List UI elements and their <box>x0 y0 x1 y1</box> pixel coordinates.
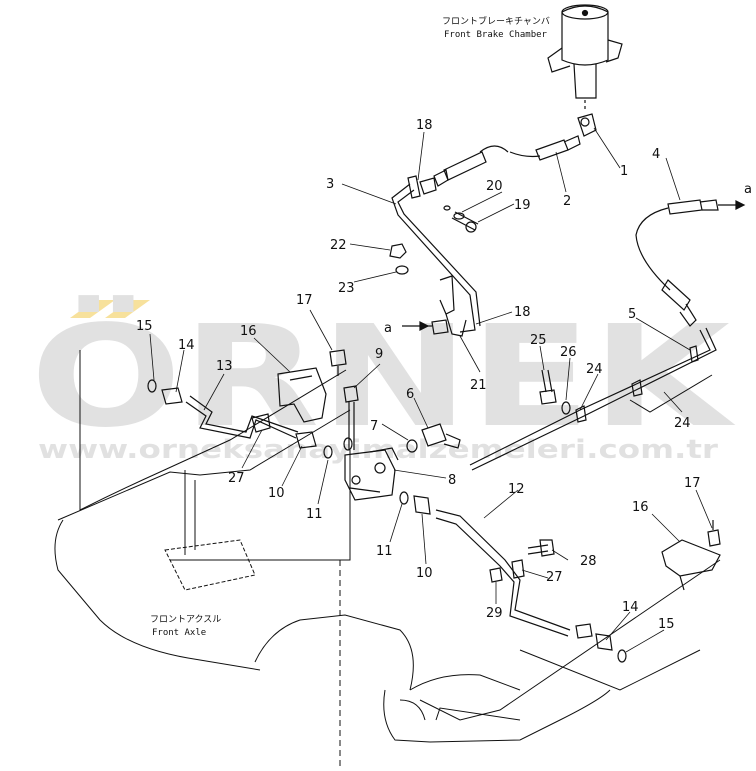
washer-20b <box>443 205 451 211</box>
part-label: 15 <box>658 617 675 632</box>
bracket-16-right <box>661 539 721 591</box>
part-label: 17 <box>296 293 313 308</box>
part-label: 5 <box>628 307 636 322</box>
watermark-accent <box>105 300 150 318</box>
leader-lines <box>149 127 713 653</box>
fitting-10-left <box>295 431 317 449</box>
washer-23 <box>395 265 409 275</box>
o-ring-7 <box>406 439 418 453</box>
valve-8 <box>344 447 399 501</box>
part-label: 1 <box>620 164 628 179</box>
caption-brake-chamber-jp: フロントブレーキチャンバ <box>442 15 550 27</box>
part-label: 4 <box>652 147 660 162</box>
part-label: 11 <box>306 507 323 522</box>
part-label: 27 <box>546 570 563 585</box>
bolt-19 <box>451 211 479 233</box>
caption-brake-chamber-en: Front Brake Chamber <box>444 30 548 40</box>
part-label: 27 <box>228 471 245 486</box>
tube-12 <box>435 509 571 637</box>
part-label: 8 <box>448 473 456 488</box>
part-label: 14 <box>622 600 639 615</box>
fitting-14-left <box>161 387 183 405</box>
washer-9 <box>343 437 353 451</box>
part-label: 19 <box>514 198 531 213</box>
part-label: 2 <box>563 194 571 209</box>
part-label: 24 <box>586 362 603 377</box>
watermark: ÖRNEK www.orneksanayimalzemeleri.com.tr <box>30 294 736 465</box>
part-label: 3 <box>326 177 334 192</box>
bracket-16-left <box>277 367 327 423</box>
arrow-a-left <box>402 321 430 331</box>
part-label: 6 <box>406 387 414 402</box>
part-label: 18 <box>416 118 433 133</box>
part-label: 14 <box>178 338 195 353</box>
caption-front-axle-jp: フロントアクスル <box>150 614 221 625</box>
part-label: 15 <box>136 319 153 334</box>
bolt-9 <box>343 385 359 450</box>
part-label: 16 <box>240 324 257 339</box>
brake-chamber <box>547 4 623 137</box>
fitting-10-right <box>413 495 431 515</box>
part-label: 9 <box>375 347 383 362</box>
line-art <box>54 4 746 770</box>
part-label: 23 <box>338 281 355 296</box>
part-label: 22 <box>330 238 347 253</box>
part-labels: 1 2 3 4 5 6 7 8 9 10 10 11 11 12 13 14 1… <box>136 118 701 632</box>
part-label: 28 <box>580 554 597 569</box>
front-axle-outline <box>54 350 721 770</box>
washer-26 <box>561 401 571 415</box>
bolt-17-right <box>707 520 721 547</box>
nut-29 <box>489 567 503 583</box>
part-label: 29 <box>486 606 503 621</box>
arrow-label-a-left: a <box>384 321 392 336</box>
part-label: 17 <box>684 476 701 491</box>
part-label: 16 <box>632 500 649 515</box>
o-ring-11-left <box>323 445 333 459</box>
o-ring-15-left <box>147 379 157 393</box>
tube-3 <box>391 175 481 333</box>
hose-2 <box>433 135 581 187</box>
arrow-label-a-top: a <box>744 182 752 197</box>
fitting-6 <box>421 423 461 449</box>
watermark-accent <box>70 300 115 318</box>
part-label: 21 <box>470 378 487 393</box>
part-label: 10 <box>416 566 433 581</box>
part-label: 7 <box>370 419 378 434</box>
part-label: 13 <box>216 359 233 374</box>
washer-20 <box>453 212 465 220</box>
part-label: 18 <box>514 305 531 320</box>
bolt-28 <box>527 539 555 557</box>
part-label: 20 <box>486 179 503 194</box>
hose-4 <box>635 199 746 327</box>
watermark-logo: ÖRNEK <box>30 294 736 459</box>
part-label: 11 <box>376 544 393 559</box>
o-ring-11-right <box>399 491 409 505</box>
part-label: 10 <box>268 486 285 501</box>
tube-13 <box>185 395 299 439</box>
nut-22 <box>389 243 407 259</box>
bolt-25 <box>539 369 557 405</box>
o-ring-15-right <box>617 649 627 663</box>
part-label: 12 <box>508 482 525 497</box>
part-label: 24 <box>674 416 691 431</box>
part-label: 26 <box>560 345 577 360</box>
caption-front-axle-en: Front Axle <box>152 628 206 638</box>
part-label: 25 <box>530 333 547 348</box>
tube-5 <box>469 327 717 471</box>
